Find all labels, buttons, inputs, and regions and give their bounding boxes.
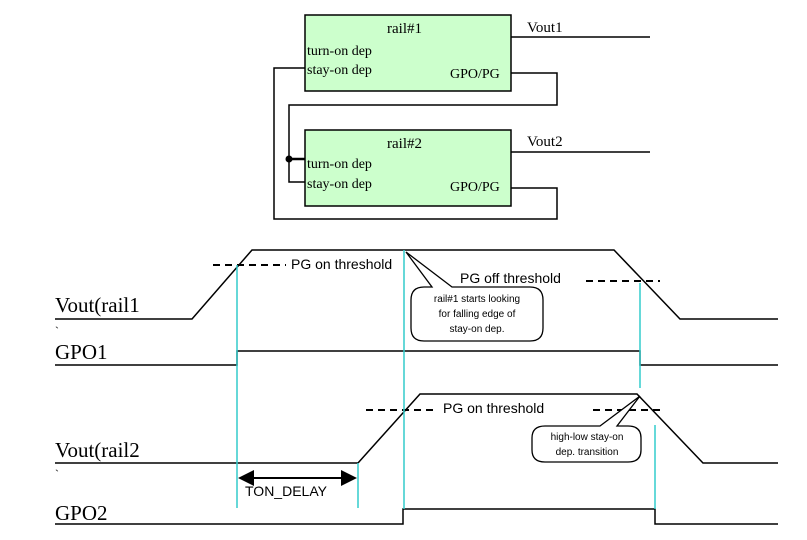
signal-label-gpo2: GPO2 (55, 501, 108, 525)
waveform-vout-rail2 (55, 393, 778, 464)
callout1-line3: stay-on dep. (449, 324, 504, 335)
block-wiring (273, 36, 650, 220)
rail2-stay-on-label: stay-on dep (307, 177, 372, 192)
waveforms (55, 249, 778, 525)
rail2-gpo-label: GPO/PG (450, 180, 500, 195)
pg-off-threshold-label: PG off threshold (460, 270, 561, 286)
waveform-gpo1 (55, 350, 778, 366)
vout2-label: Vout2 (527, 134, 563, 150)
event-markers (236, 250, 656, 509)
waveform-vout-rail1 (55, 249, 778, 320)
callout1-line1: rail#1 starts looking (434, 294, 520, 305)
callout2-line1: high-low stay-on (551, 432, 624, 443)
rail1-block: rail#1 turn-on dep stay-on dep GPO/PG (304, 14, 512, 92)
rail1-gpo-label: GPO/PG (450, 67, 500, 82)
signal-label-vout-rail1-suffix: ` (55, 324, 59, 338)
rail1-stay-on-label: stay-on dep (307, 63, 372, 78)
callout1-line2: for falling edge of (439, 309, 516, 320)
rail2-block: rail#2 turn-on dep stay-on dep GPO/PG (304, 129, 512, 207)
rail2-title: rail#2 (387, 136, 422, 152)
callout-rail2: high-low stay-on dep. transition (531, 395, 642, 463)
signal-label-vout-rail1: Vout(rail1 (55, 293, 140, 317)
waveform-gpo2 (55, 508, 778, 525)
pg-on-threshold-label-2: PG on threshold (443, 400, 544, 416)
rail2-turn-on-label: turn-on dep (307, 157, 372, 172)
rail1-turn-on-label: turn-on dep (307, 44, 372, 59)
wire-junction-dot (285, 155, 293, 163)
signal-label-vout-rail2-suffix: ` (55, 467, 59, 481)
callout2-line2: dep. transition (556, 447, 619, 458)
signal-label-gpo1: GPO1 (55, 340, 108, 364)
vout1-label: Vout1 (527, 20, 563, 36)
signal-label-vout-rail2: Vout(rail2 (55, 438, 140, 462)
ton-delay-label: TON_DELAY (245, 483, 328, 499)
callout-rail1: rail#1 starts looking for falling edge o… (405, 251, 544, 342)
rail1-title: rail#1 (387, 21, 422, 37)
pg-on-threshold-label-1: PG on threshold (291, 256, 392, 272)
